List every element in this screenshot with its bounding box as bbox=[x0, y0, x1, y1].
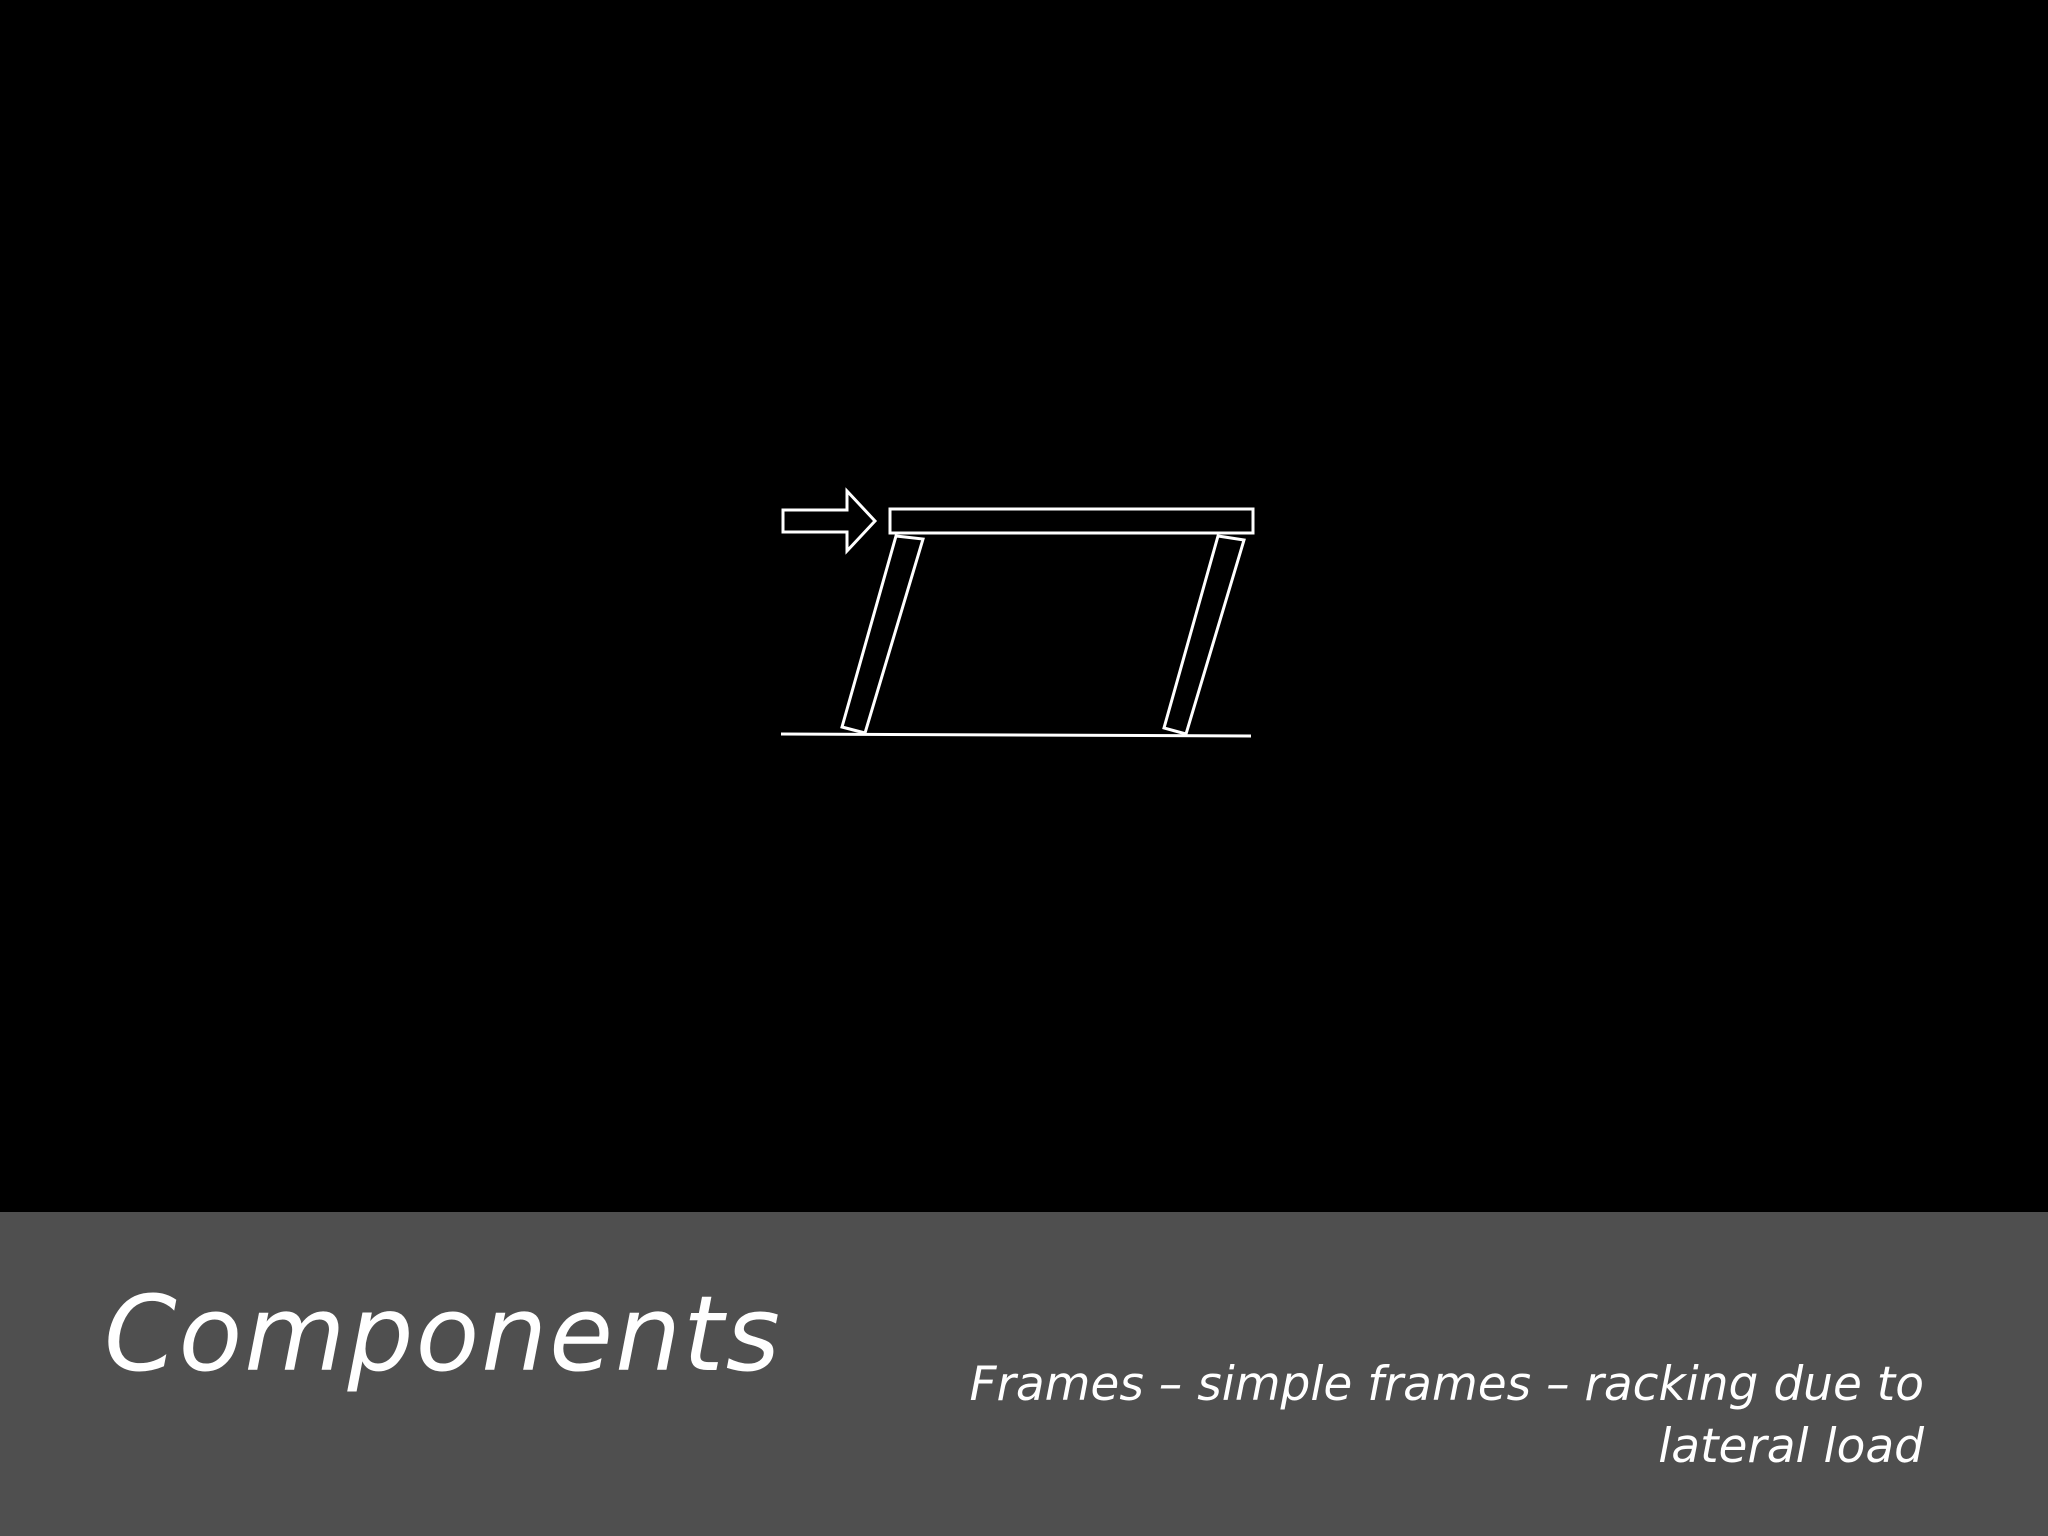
beam bbox=[888, 507, 1255, 535]
load-arrow bbox=[781, 487, 878, 555]
right-column bbox=[1162, 534, 1246, 736]
left-column bbox=[840, 534, 925, 735]
slide-title: Components bbox=[104, 1273, 782, 1395]
slide-caption: Frames – simple frames – racking due to … bbox=[969, 1357, 1924, 1474]
footer-band bbox=[0, 1212, 2048, 1536]
frame-racking-diagram bbox=[780, 487, 1255, 738]
ground-line bbox=[780, 732, 1252, 738]
